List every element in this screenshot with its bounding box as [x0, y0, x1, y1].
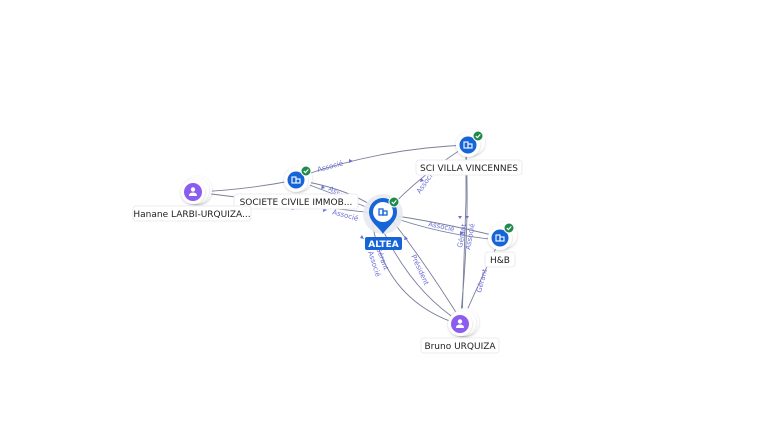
- verified-icon: [300, 165, 312, 177]
- node-label: Bruno URQUIZA: [424, 342, 496, 352]
- edge-arrows: [321, 159, 469, 240]
- verified-icon: [503, 222, 515, 234]
- node-label: ALTEA: [368, 240, 398, 250]
- node-sci-villa-vincennes[interactable]: SCI VILLA VINCENNES: [415, 129, 523, 176]
- edge-immob-villa: [295, 144, 469, 179]
- node-label: SCI VILLA VINCENNES: [420, 164, 518, 174]
- building-icon: [495, 234, 505, 242]
- verified-icon: [388, 196, 400, 208]
- node-label: SOCIETE CIVILE IMMOB...: [240, 198, 353, 208]
- edge-label: Associé: [316, 159, 344, 174]
- edge-label: Président: [409, 253, 430, 286]
- building-icon: [291, 176, 301, 184]
- person-node-circle: [184, 183, 202, 201]
- node-label: H&B: [490, 256, 510, 266]
- focus-label-badge: [365, 237, 402, 250]
- node-h-and-b[interactable]: H&B: [484, 222, 517, 268]
- edge-altea-bruno-3: [391, 219, 463, 323]
- building-icon: [463, 141, 473, 149]
- node-label: Hanane LARBI-URQUIZA...: [133, 210, 250, 220]
- building-icon: [378, 208, 388, 216]
- person-icon: [456, 319, 464, 328]
- node-altea[interactable]: ALTEA: [363, 194, 403, 250]
- person-node-circle: [451, 315, 469, 333]
- verified-icon: [472, 130, 484, 142]
- node-hanane-larbi-urquiza[interactable]: Hanane LARBI-URQUIZA...: [132, 176, 252, 222]
- edge-label: Associé: [331, 208, 359, 223]
- edge-label: Gérant: [475, 268, 489, 294]
- person-icon: [189, 187, 197, 196]
- node-bruno-urquiza[interactable]: Bruno URQUIZA: [420, 308, 500, 354]
- node-societe-civile-immob[interactable]: SOCIETE CIVILE IMMOB...: [233, 165, 359, 210]
